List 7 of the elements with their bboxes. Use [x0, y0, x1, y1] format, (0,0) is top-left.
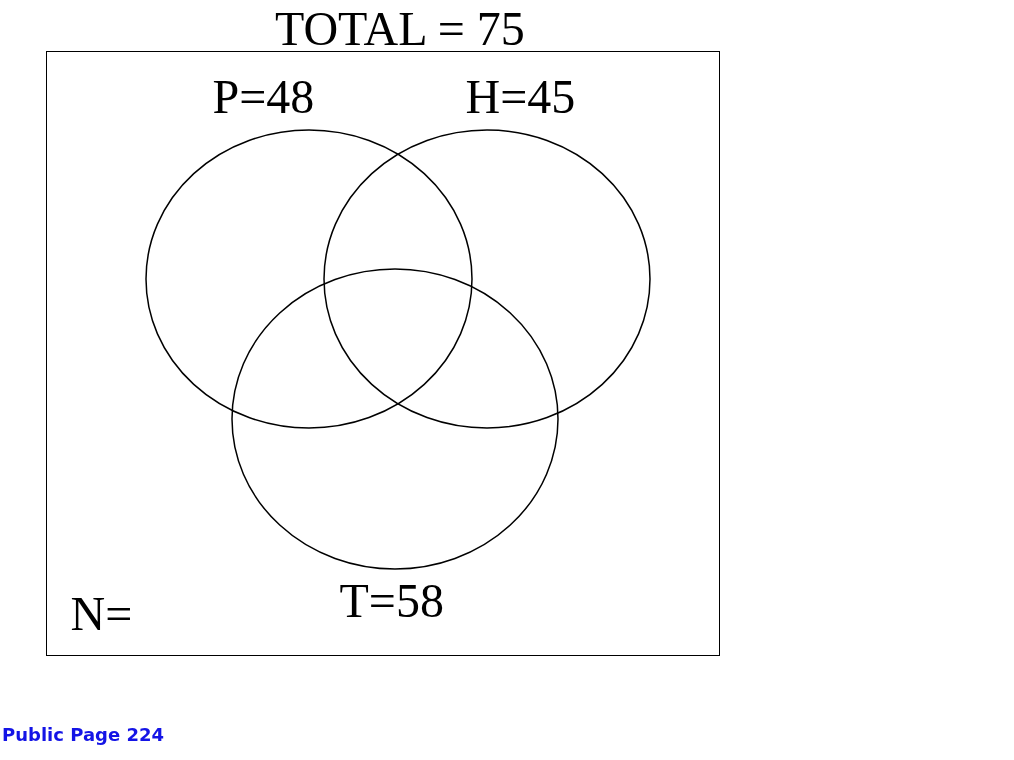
universe-box: [46, 51, 720, 656]
universe-label: N=: [70, 589, 133, 638]
set-label: T=58: [339, 576, 444, 625]
page-footer: Public Page 224: [2, 726, 164, 744]
diagram-title: TOTAL = 75: [275, 5, 525, 53]
set-label: P=48: [212, 72, 315, 121]
set-label: H=45: [465, 72, 576, 121]
